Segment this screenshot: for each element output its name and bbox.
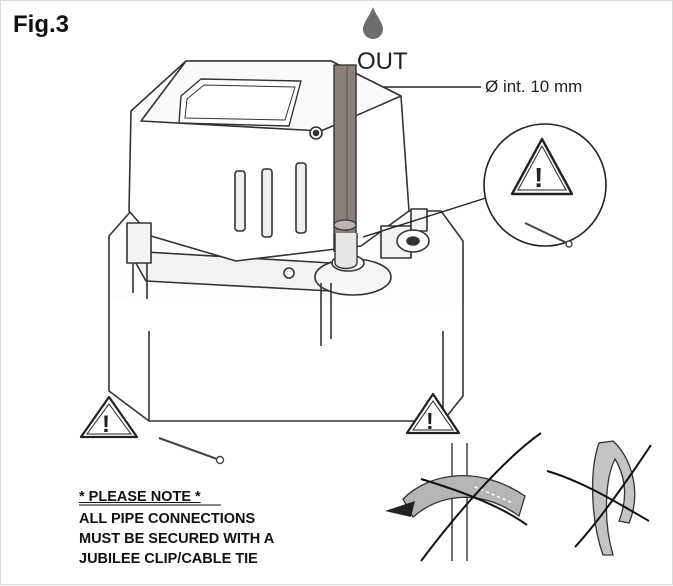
warning-symbol: ! bbox=[102, 411, 110, 438]
warning-triangle-icon: ! bbox=[510, 137, 574, 196]
figure-title: Fig.3 bbox=[13, 11, 70, 38]
cable-tie-icon bbox=[524, 222, 573, 248]
cross-out-mark bbox=[546, 470, 650, 522]
warning-triangle-icon: ! bbox=[405, 392, 461, 435]
cross-out-mark bbox=[420, 432, 542, 562]
cross-out-mark bbox=[420, 478, 528, 526]
note-line: ALL PIPE CONNECTIONS bbox=[79, 511, 256, 527]
incorrect-hose-over-pole bbox=[385, 432, 542, 562]
note-line: JUBILEE CLIP/CABLE TIE bbox=[79, 551, 258, 567]
note-heading: * PLEASE NOTE * bbox=[79, 489, 201, 505]
pipe-end bbox=[333, 219, 357, 231]
cross-out-mark bbox=[574, 444, 652, 548]
note-line: MUST BE SECURED WITH A bbox=[79, 531, 275, 547]
incorrect-kinked-hose bbox=[546, 440, 652, 556]
warning-symbol: ! bbox=[426, 408, 434, 434]
warning-triangle-icon: ! bbox=[79, 395, 139, 439]
safety-note: * PLEASE NOTE * ALL PIPE CONNECTIONS MUS… bbox=[79, 487, 274, 569]
warning-symbol: ! bbox=[534, 162, 543, 193]
pipe-collar bbox=[334, 233, 358, 270]
water-drop-icon bbox=[363, 7, 383, 39]
cable-tie-icon bbox=[158, 437, 225, 465]
pump-body bbox=[108, 60, 464, 422]
callout-leader-line bbox=[362, 196, 490, 238]
pipe-diameter-label: Ø int. 10 mm bbox=[485, 77, 582, 96]
outlet-label: OUT bbox=[357, 48, 408, 75]
